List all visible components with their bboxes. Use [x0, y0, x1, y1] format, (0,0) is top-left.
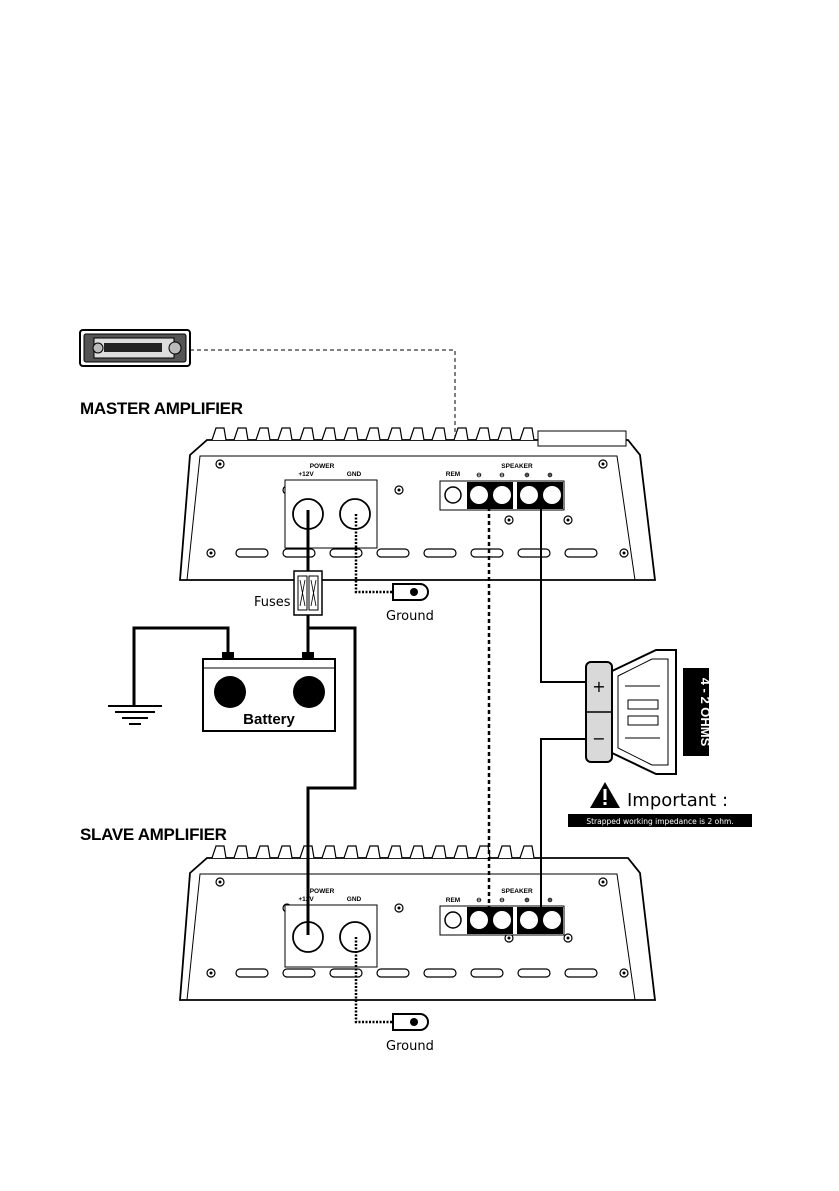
vent-slot — [377, 969, 409, 977]
vent-slot — [565, 969, 597, 977]
rem-terminal — [445, 487, 461, 503]
vent-slot — [424, 549, 456, 557]
heatsink-fins — [212, 846, 534, 858]
gnd-label: GND — [347, 896, 362, 903]
impedance-note: Strapped working impedance is 2 ohm. — [586, 817, 733, 826]
screw-dot — [219, 881, 222, 884]
important-label: Important : — [627, 790, 728, 811]
speaker-label: SPEAKER — [501, 463, 533, 470]
vent-slot — [518, 549, 550, 557]
fuses-label: Fuses — [254, 595, 291, 610]
speaker-icon: + − — [586, 650, 676, 774]
pos-mark: ⊕ — [524, 897, 530, 904]
screw-dot — [398, 489, 401, 492]
battery-plus: +12V — [295, 686, 323, 700]
master-amplifier-title: MASTER AMPLIFIER — [80, 399, 243, 418]
vent-slot — [377, 549, 409, 557]
slave-amplifier-title: SLAVE AMPLIFIER — [80, 825, 227, 844]
vent-slot — [236, 549, 268, 557]
screw-dot — [219, 463, 222, 466]
ground-lug-icon — [393, 1014, 428, 1030]
screw-dot — [567, 937, 570, 940]
neg-mark: ⊖ — [499, 897, 505, 904]
slave-amplifier — [180, 846, 655, 1000]
screw-dot — [567, 519, 570, 522]
heatsink-fins — [212, 428, 534, 440]
screw-dot — [623, 552, 626, 555]
speaker-minus-mark: − — [592, 729, 605, 748]
neg-mark: ⊖ — [499, 472, 505, 479]
ohms-label: 4 - 2 OHMS — [698, 678, 713, 747]
speaker-plus-mark: + — [592, 677, 605, 696]
head-unit-icon — [80, 330, 190, 366]
power-label: POWER — [310, 463, 335, 470]
ground-label: Ground — [386, 1039, 434, 1054]
ground-label: Ground — [386, 609, 434, 624]
rem-terminal — [445, 912, 461, 928]
vent-slot — [283, 969, 315, 977]
screw-dot — [210, 972, 213, 975]
screw-dot — [398, 907, 401, 910]
screw-dot — [623, 972, 626, 975]
screw-dot — [602, 463, 605, 466]
battery-icon: - +12V Battery — [203, 652, 335, 731]
screw-dot — [508, 937, 511, 940]
pos-mark: ⊕ — [524, 472, 530, 479]
vent-slot — [471, 969, 503, 977]
neg-mark: ⊖ — [476, 472, 482, 479]
vent-slot — [283, 549, 315, 557]
vent-slot — [518, 969, 550, 977]
screw-dot — [602, 881, 605, 884]
screw-dot — [508, 519, 511, 522]
pos-mark: ⊕ — [547, 897, 553, 904]
ground-lug-icon — [393, 584, 428, 600]
speaker-label: SPEAKER — [501, 888, 533, 895]
neg-mark: ⊖ — [476, 897, 482, 904]
v12-label: +12V — [298, 896, 314, 903]
vent-slot — [236, 969, 268, 977]
earth-ground-icon — [108, 706, 162, 724]
screw-dot — [210, 552, 213, 555]
rem-label: REM — [446, 471, 460, 478]
master-amplifier — [180, 428, 655, 580]
gnd-label: GND — [347, 471, 362, 478]
battery-minus: - — [227, 682, 233, 702]
vent-slot — [471, 549, 503, 557]
vent-slot — [565, 549, 597, 557]
fuse-block-icon — [294, 571, 322, 615]
battery-label: Battery — [243, 711, 295, 728]
vent-slot — [424, 969, 456, 977]
rem-label: REM — [446, 897, 460, 904]
pos-mark: ⊕ — [547, 472, 553, 479]
power-label: POWER — [310, 888, 335, 895]
v12-label: +12V — [298, 471, 314, 478]
warning-icon — [590, 782, 620, 808]
